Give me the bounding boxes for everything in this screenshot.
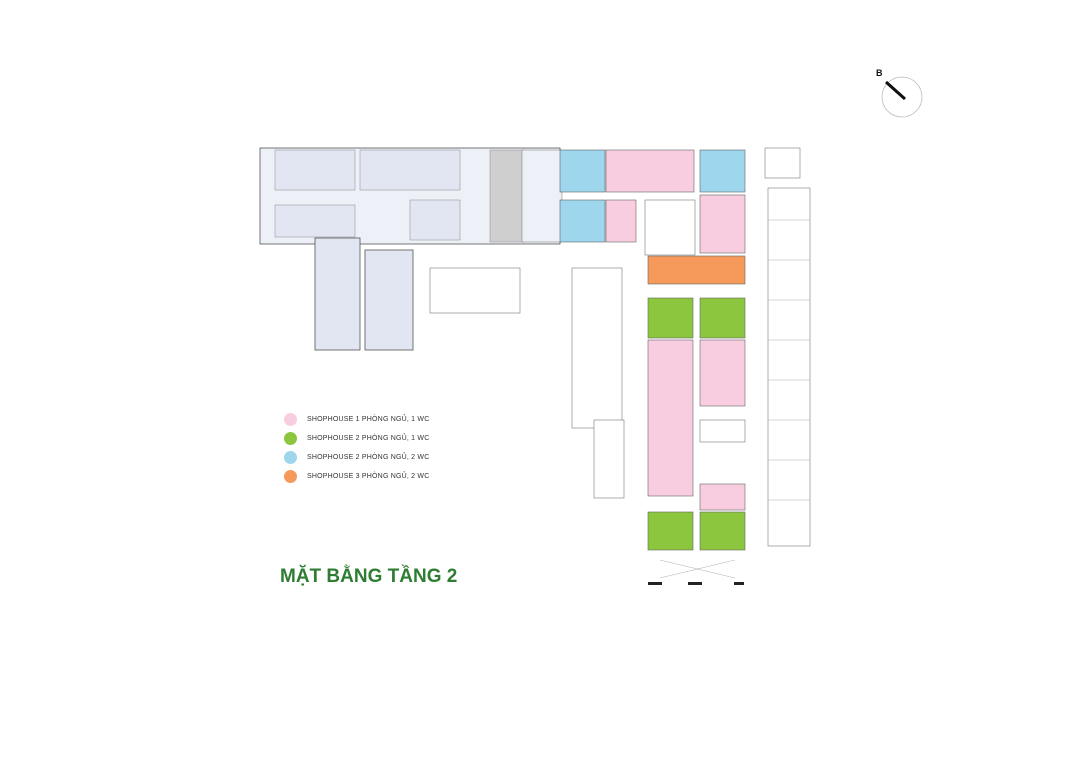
tower-units (647, 297, 746, 551)
compass-label: B (876, 68, 883, 78)
central-core (521, 149, 696, 499)
top-units (559, 149, 746, 285)
legend: SHOPHOUSE 1 PHÒNG NGỦ, 1 WC SHOPHOUSE 2 … (284, 410, 429, 486)
legend-label: SHOPHOUSE 2 PHÒNG NGỦ, 2 WC (307, 454, 430, 461)
legend-label: SHOPHOUSE 2 PHÒNG NGỦ, 1 WC (307, 435, 430, 442)
legend-item: SHOPHOUSE 3 PHÒNG NGỦ, 2 WC (284, 467, 429, 486)
legend-swatch-blue (284, 451, 297, 464)
entrance-marks (648, 559, 744, 585)
left-wing (259, 147, 561, 351)
legend-item: SHOPHOUSE 2 PHÒNG NGỦ, 2 WC (284, 448, 429, 467)
page-title: MẶT BẰNG TẦNG 2 (280, 566, 458, 587)
legend-label: SHOPHOUSE 1 PHÒNG NGỦ, 1 WC (307, 416, 430, 423)
legend-item: SHOPHOUSE 2 PHÒNG NGỦ, 1 WC (284, 429, 429, 448)
legend-item: SHOPHOUSE 1 PHÒNG NGỦ, 1 WC (284, 410, 429, 429)
legend-swatch-green (284, 432, 297, 445)
right-wing (764, 147, 811, 547)
legend-swatch-orange (284, 470, 297, 483)
compass-icon (881, 76, 923, 118)
legend-label: SHOPHOUSE 3 PHÒNG NGỦ, 2 WC (307, 473, 430, 480)
legend-swatch-pink (284, 413, 297, 426)
